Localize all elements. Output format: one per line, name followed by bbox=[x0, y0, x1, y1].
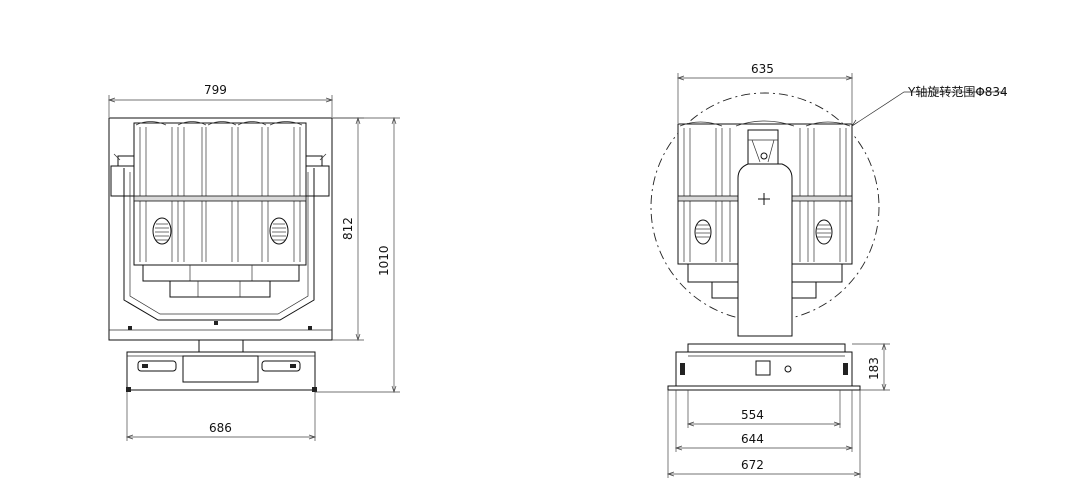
side-dim-672: 672 bbox=[666, 390, 862, 478]
side-dim-554-label: 554 bbox=[741, 408, 764, 422]
front-dim-812-label: 812 bbox=[341, 217, 355, 240]
front-fan-right bbox=[269, 217, 289, 245]
front-dim-1010: 1010 bbox=[315, 116, 400, 394]
side-base-top bbox=[687, 343, 846, 353]
side-base-panel bbox=[755, 360, 771, 376]
front-panel-lines bbox=[139, 127, 301, 262]
side-base-foot bbox=[667, 385, 861, 391]
side-base-button bbox=[784, 365, 792, 373]
front-dim-686-label: 686 bbox=[209, 421, 232, 435]
front-base-handle-right bbox=[261, 360, 301, 372]
front-dim-686: 686 bbox=[125, 392, 317, 441]
front-yoke-inner bbox=[129, 172, 309, 315]
front-base-handle-left bbox=[137, 360, 177, 372]
side-fan-left bbox=[694, 219, 712, 245]
side-dim-672-label: 672 bbox=[741, 458, 764, 472]
front-lower-box-2 bbox=[169, 280, 271, 298]
front-lower-box bbox=[142, 264, 300, 282]
side-dim-644: 644 bbox=[674, 390, 854, 452]
side-fan-right bbox=[815, 219, 833, 245]
side-arm bbox=[737, 163, 793, 337]
side-top-caps bbox=[679, 120, 851, 127]
front-dim-799-label: 799 bbox=[204, 83, 227, 97]
front-mid-band bbox=[133, 195, 307, 202]
front-side-handles bbox=[110, 153, 330, 197]
side-rotation-leader bbox=[851, 91, 1006, 127]
front-fan-left bbox=[152, 217, 172, 245]
side-dim-635-label: 635 bbox=[751, 62, 774, 76]
front-dim-799: 799 bbox=[107, 83, 334, 117]
front-dim-812: 812 bbox=[332, 116, 364, 342]
front-base-center-box bbox=[182, 355, 259, 383]
side-dim-644-label: 644 bbox=[741, 432, 764, 446]
front-yoke-outer bbox=[123, 168, 315, 321]
front-dim-1010-label: 1010 bbox=[377, 245, 391, 276]
front-top-caps bbox=[135, 121, 303, 126]
side-dim-635: 635 bbox=[676, 62, 854, 123]
side-panel-lines bbox=[683, 128, 847, 262]
front-view: 799 812 1010 686 bbox=[107, 83, 400, 441]
front-base-top-block bbox=[198, 339, 244, 353]
side-dim-183-label: 183 bbox=[867, 357, 881, 380]
side-dim-183: 183 bbox=[852, 342, 890, 392]
side-dim-554: 554 bbox=[686, 390, 842, 428]
side-view: Y轴旋转范围Φ834 635 183 554 bbox=[650, 62, 1008, 478]
side-rotation-note: Y轴旋转范围Φ834 bbox=[907, 84, 1008, 99]
